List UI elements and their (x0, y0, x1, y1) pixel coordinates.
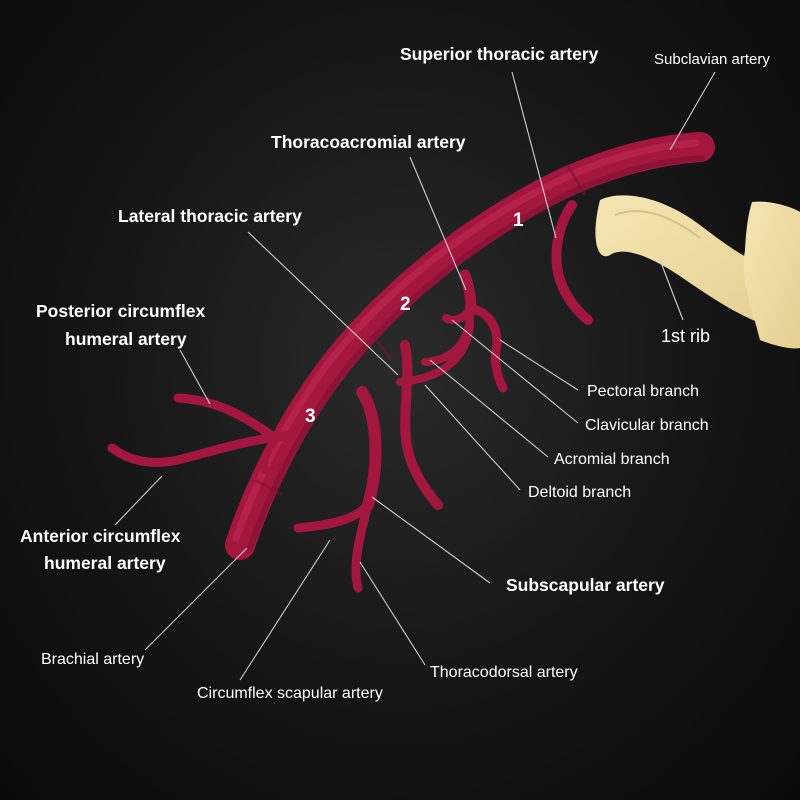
first-rib-shape (595, 195, 780, 330)
leader-superior-thoracic (511, 71, 557, 239)
label-first-rib: 1st rib (661, 326, 710, 346)
axillary-artery-trunk (225, 132, 715, 560)
segment-boundary-2 (370, 334, 394, 361)
label-brachial: Brachial artery (41, 651, 144, 668)
leader-lateral-thoracic (247, 231, 399, 376)
leader-lines (114, 71, 716, 681)
posterior-circumflex-vessel (173, 393, 280, 443)
segment-number-3: 3 (305, 406, 316, 427)
anterior-circumflex-vessel-tail (260, 436, 279, 474)
label-posterior-circumflex-line1: Posterior circumflex (36, 301, 205, 321)
branches (107, 200, 593, 593)
label-acromial-branch: Acromial branch (554, 451, 670, 468)
leader-clavicular (451, 319, 579, 424)
bones (595, 195, 800, 349)
leader-pectoral (499, 339, 579, 391)
label-pectoral-branch: Pectoral branch (587, 383, 699, 400)
leader-acromial (429, 359, 549, 458)
label-anterior-circumflex-line2: humeral artery (44, 553, 166, 573)
label-clavicular-branch: Clavicular branch (585, 417, 709, 434)
segment-number-2: 2 (400, 294, 411, 315)
labels: Superior thoracic artery Subclavian arte… (20, 44, 770, 702)
label-thoracoacromial: Thoracoacromial artery (271, 132, 466, 152)
leader-thoracodorsal (359, 561, 426, 666)
leader-brachial (144, 547, 248, 651)
label-posterior-circumflex-line2: humeral artery (65, 329, 187, 349)
superior-thoracic-branch (551, 200, 593, 325)
leader-posterior-circumflex (179, 349, 211, 405)
anterior-circumflex-vessel (107, 430, 297, 467)
label-deltoid-branch: Deltoid branch (528, 484, 631, 501)
axillary-artery-shadow (247, 155, 705, 551)
leader-circumflex-scapular (239, 539, 331, 681)
segment-numbers: 1 2 3 (305, 210, 524, 427)
thoracodorsal-vessel (351, 500, 373, 593)
lateral-thoracic-vessel (400, 340, 443, 510)
label-anterior-circumflex-line1: Anterior circumflex (20, 526, 181, 546)
label-circumflex-scapular: Circumflex scapular artery (197, 685, 383, 702)
leader-subscapular (371, 496, 491, 584)
segment-boundary-3 (254, 478, 283, 497)
sternum-shape (743, 201, 800, 349)
pectoral-branch-vessel (465, 303, 508, 393)
leader-anterior-circumflex (114, 475, 163, 526)
segment-number-1: 1 (513, 210, 524, 231)
label-superior-thoracic: Superior thoracic artery (400, 44, 599, 64)
leader-subclavian (669, 71, 716, 151)
leader-deltoid (424, 384, 521, 491)
leader-thoracoacromial (409, 156, 467, 291)
leader-first-rib (659, 259, 684, 321)
label-subclavian: Subclavian artery (654, 51, 770, 68)
circumflex-scapular-vessel (293, 500, 373, 533)
rib-inner-edge (614, 210, 701, 239)
main-artery (225, 132, 715, 560)
label-thoracodorsal: Thoracodorsal artery (430, 664, 578, 681)
label-lateral-thoracic: Lateral thoracic artery (118, 206, 302, 226)
axillary-artery-highlight (232, 139, 700, 542)
deltoid-branch-vessel (396, 310, 475, 386)
segment-boundary-1 (566, 165, 587, 196)
label-subscapular: Subscapular artery (506, 575, 665, 595)
subscapular-trunk-vessel (356, 386, 382, 511)
